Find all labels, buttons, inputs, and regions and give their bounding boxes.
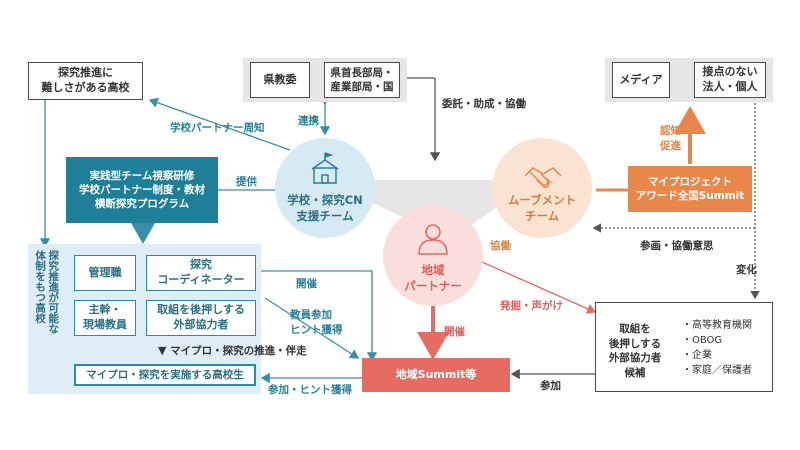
label-participate-hint: 参加・ヒント獲得 [268,384,352,396]
edge-outreach [481,261,597,314]
label-school-partner-publicity: 学校パートナー周知 [170,122,265,134]
coordinator-box: 探究 コーディネーター [146,255,256,291]
difficult-schools-box: 探究推進に 難しさがある高校 [28,62,143,100]
core-teachers-box: 主幹・ 現場教員 [74,300,136,336]
external-candidates-box [595,302,773,392]
regional-partner-circle [383,206,483,306]
candidate-item: ・高等教育機関 [682,320,752,331]
movement-team-circle [492,138,592,238]
regional-summit-box: 地域Summit等 [362,358,510,392]
candidate-item: ・OBOG [682,335,723,346]
label-cooperation: 連携 [298,115,319,127]
myproject-award-box: マイプロジェクト アワード全国Summit [628,166,752,212]
edge-publicity [148,97,291,151]
label-planning: 参画・協働意思 [640,240,714,252]
label-participate: 参加 [540,380,561,392]
prefectural-board-box: 県教委 [250,62,310,98]
handshake-icon [524,167,562,188]
management-box: 管理職 [74,255,136,291]
capable-schools-label: 探究推進が可能な 体制をもつ高校 [34,250,60,334]
label-collaboration: 協働 [490,240,511,252]
school-icon [311,152,339,184]
candidate-item: ・企業 [682,350,712,361]
movement-team-label: ムーブメント チーム [507,193,577,224]
candidate-item: ・家庭／保護者 [682,365,752,376]
unconnected-box: 接点のない 法人・個人 [694,62,766,98]
governor-depts-box: 県首長部局・ 産業部局・国 [324,62,400,98]
media-box: メディア [612,62,670,98]
person-icon [418,224,448,255]
label-provide: 提供 [236,176,257,188]
training-programs-box: 実践型チーム視察研修 学校パートナー制度・教材 横断探究プログラム [66,157,218,223]
school-cn-team-circle [275,138,375,238]
students-box: マイプロ・探究を実施する高校生 [74,364,256,386]
promotion-label: ▼ マイプロ・探究の推進・伴走 [158,344,307,357]
candidates-list: ・高等教育機関 ・OBOG ・企業 ・家庭／保護者 [682,318,752,378]
edge-host-left [258,270,378,362]
label-entrust: 委託・助成・協働 [442,98,526,110]
label-change: 変化 [736,264,757,276]
label-host-left: 開催 [296,278,317,290]
down-arrow-icon: ▼ [158,344,167,357]
external-supporters-box: 取組を後押しする 外部協力者 [146,300,256,336]
label-host-partner: 開催 [444,326,465,338]
label-teacher-participation: 教員参加 ヒント獲得 [290,309,343,336]
external-candidates-label: 取組を 後押しする 外部協力者 候補 [608,323,662,380]
regional-partner-label: 地域 パートナー [404,263,462,294]
label-outreach: 発掘・声がけ [500,300,563,312]
school-cn-team-label: 学校・探究CN 支援チーム [287,193,363,224]
edge-teacher-participation [264,297,360,359]
label-recognition: 認知 促進 [660,125,681,152]
